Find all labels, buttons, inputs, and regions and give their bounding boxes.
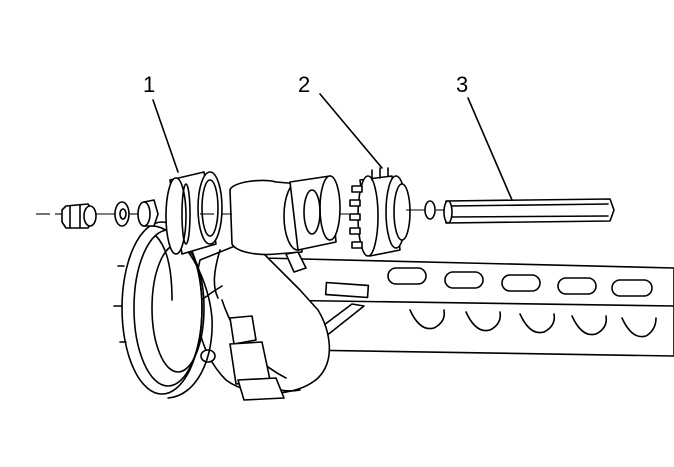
leader-line-1	[152, 99, 179, 173]
pump-body	[229, 175, 341, 273]
spacer	[137, 199, 159, 227]
leader-line-3	[467, 97, 513, 201]
callout-label-3: 3	[456, 72, 468, 97]
callout-label-1: 1	[143, 72, 155, 97]
drive-tool	[443, 198, 615, 224]
callout-label-2: 2	[298, 72, 310, 97]
engine-bracket-rail	[249, 257, 674, 357]
washer	[114, 201, 130, 227]
puller-installer	[349, 167, 446, 257]
nut	[61, 203, 97, 229]
leader-line-2	[319, 93, 383, 169]
pulley	[165, 171, 223, 255]
callout-leaders	[152, 93, 513, 201]
